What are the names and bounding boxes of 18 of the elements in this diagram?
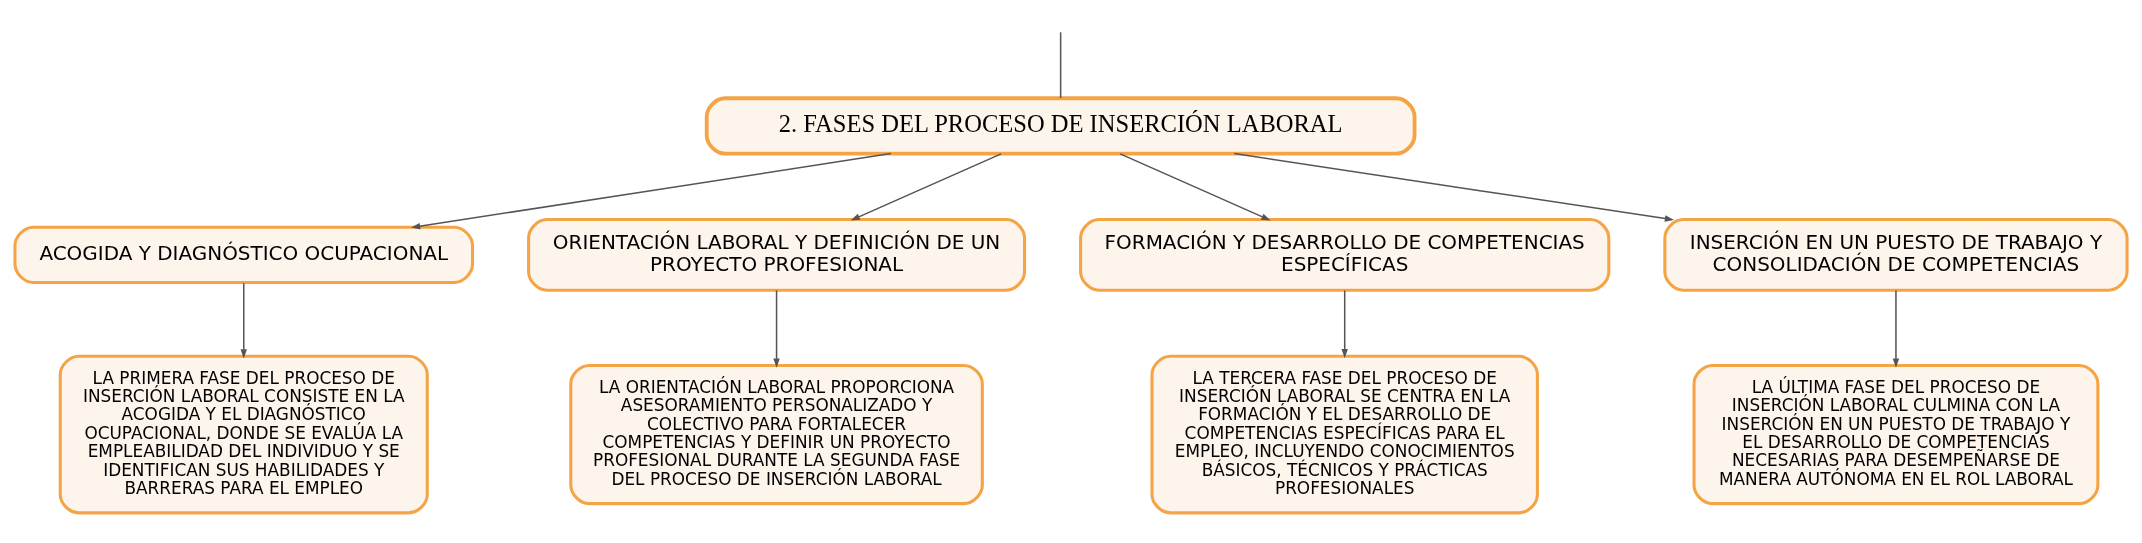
arrow	[1341, 289, 1348, 358]
node-box: FORMACIÓN Y DESARROLLO DE COMPETENCIAS ESPECÍFICAS	[1079, 217, 1611, 292]
node-box: ORIENTACIÓN LABORAL Y DEFINICIÓN DE UN PROYECTO PROFESIONAL	[527, 217, 1027, 292]
node-box: LA PRIMERA FASE DEL PROCESO DE INSERCIÓN LABORAL CONSISTE EN LA ACOGIDA Y EL DIAGNÓSTICO OCUPACIONAL, DONDE SE EVALÚA LA EMPLEABILIDAD DEL INDIVIDUO Y SE IDENTIFICAN SUS HABILIDADES Y BARRERAS PARA EL EMPLEO	[58, 354, 429, 514]
arrow	[773, 289, 780, 368]
arrow	[1119, 152, 1271, 220]
arrow	[1233, 152, 1675, 222]
arrow	[850, 152, 1002, 220]
arrow	[1892, 289, 1900, 368]
arrow	[240, 282, 247, 359]
node-box: LA ÚLTIMA FASE DEL PROCESO DE INSERCIÓN LABORAL CULMINA CON LA INSERCIÓN EN UN PUESTO DE TRABAJO Y EL DESARROLLO DE COMPETENCIAS NECESARIAS PARA DESEMPEÑARSE DE MANERA AUTÓNOMA EN EL ROL LABORAL	[1692, 363, 2100, 505]
node-box: INSERCIÓN EN UN PUESTO DE TRABAJO Y CONSOLIDACIÓN DE COMPETENCIAS	[1663, 217, 2129, 292]
connector	[1059, 31, 1062, 99]
node-box: ACOGIDA Y DIAGNÓSTICO OCUPACIONAL	[13, 225, 475, 284]
node-box: LA TERCERA FASE DEL PROCESO DE INSERCIÓN LABORAL SE CENTRA EN LA FORMACIÓN Y EL DESARROLLO DE COMPETENCIAS ESPECÍFICAS PARA EL EMPLEO, INCLUYENDO CONOCIMIENTOS BÁSICOS, TÉCNICOS Y PRÁCTICAS PROFESIONALES	[1150, 354, 1539, 514]
node-box: LA ORIENTACIÓN LABORAL PROPORCIONA ASESORAMIENTO PERSONALIZADO Y COLECTIVO PARA FORTALECER COMPETENCIAS Y DEFINIR UN PROYECTO PROFESIONAL DURANTE LA SEGUNDA FASE DEL PROCESO DE INSERCIÓN LABORAL	[569, 363, 984, 505]
node-box: 2. FASES DEL PROCESO DE INSERCIÓN LABORAL	[704, 95, 1417, 155]
arrow	[411, 152, 892, 229]
